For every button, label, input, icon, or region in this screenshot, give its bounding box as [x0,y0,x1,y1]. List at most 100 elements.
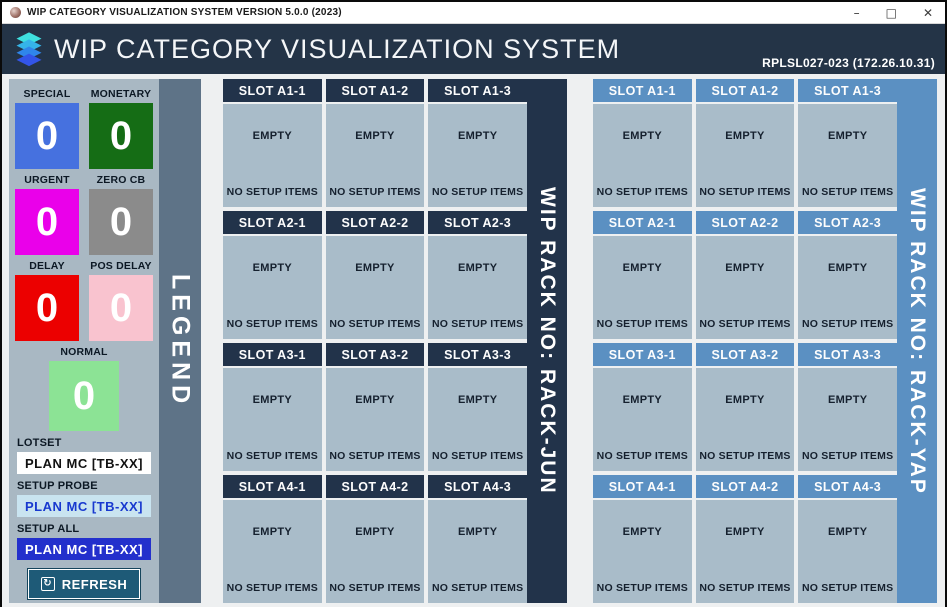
counter-value: 0 [89,189,153,255]
refresh-button[interactable]: ↻ REFRESH [27,568,141,600]
titlebar: WIP CATEGORY VISUALIZATION SYSTEM VERSIO… [2,2,945,24]
setup-all-label: SETUP ALL [17,523,80,535]
counter-label: POS DELAY [90,260,152,272]
slot-header: SLOT A4-1 [223,475,322,498]
slot-setup-items: NO SETUP ITEMS [329,582,421,594]
slot-status: EMPTY [725,130,765,142]
slot-header: SLOT A4-2 [325,475,425,498]
slot-header: SLOT A3-3 [798,343,897,366]
close-icon[interactable]: ✕ [922,5,933,20]
slot-status: EMPTY [827,130,868,142]
counter-delay: DELAY 0 [15,257,79,341]
slot-setup-items: NO SETUP ITEMS [329,318,421,330]
station-id: RPLSL027-023 (172.26.10.31) [762,56,935,70]
slot-header: SLOT A2-1 [593,211,692,234]
slot-header: SLOT A3-2 [325,343,425,366]
slot-status: EMPTY [355,526,395,538]
counter-value: 0 [49,361,119,431]
slot-header: SLOT A3-3 [428,343,527,366]
refresh-icon: ↻ [40,577,55,591]
slot-status: EMPTY [252,262,293,274]
counter-value: 0 [15,103,79,169]
counter-pos-delay: POS DELAY 0 [89,257,153,341]
slot-header: SLOT A4-1 [593,475,692,498]
slot-status: EMPTY [725,526,765,538]
slot-status: EMPTY [725,262,765,274]
slot-body: EMPTY NO SETUP ITEMS [325,500,425,603]
counter-value: 0 [15,189,79,255]
slot-status: EMPTY [827,262,868,274]
slot-status: EMPTY [355,130,395,142]
slot-setup-items: NO SETUP ITEMS [699,186,791,198]
slot-setup-items: NO SETUP ITEMS [699,582,791,594]
legend-strip: LEGEND [159,79,201,603]
slot-status: EMPTY [252,526,293,538]
maximize-icon[interactable]: □ [885,5,897,20]
slot-header: SLOT A3-1 [223,343,322,366]
rack-jun-label: WIP RACK NO: RACK-JUN [536,187,559,495]
slot-setup-items: NO SETUP ITEMS [802,582,894,594]
slot-setup-items: NO SETUP ITEMS [226,582,318,594]
slot-setup-items: NO SETUP ITEMS [432,450,524,462]
counter-normal: NORMAL 0 [15,343,153,431]
minimize-icon[interactable]: – [853,5,860,20]
slot-header: SLOT A3-1 [593,343,692,366]
slot-setup-items: NO SETUP ITEMS [329,450,421,462]
slot-header: SLOT A4-2 [695,475,795,498]
slot-body: EMPTY NO SETUP ITEMS [695,500,795,603]
slot-header: SLOT A2-3 [428,211,527,234]
slot-setup-items: NO SETUP ITEMS [802,450,894,462]
app-icon [10,7,21,18]
slot-setup-items: NO SETUP ITEMS [802,318,894,330]
slot-setup-items: NO SETUP ITEMS [432,318,524,330]
slot-status: EMPTY [622,262,663,274]
counter-value: 0 [89,103,153,169]
slot-setup-items: NO SETUP ITEMS [596,318,688,330]
slot-body: EMPTY NO SETUP ITEMS [798,236,897,339]
slot-header: SLOT A2-2 [325,211,425,234]
slot-setup-items: NO SETUP ITEMS [596,450,688,462]
legend-title: LEGEND [166,273,195,409]
window-controls: – □ ✕ [854,7,937,19]
rack-yap-bar: WIP RACK NO: RACK-YAP [897,79,937,603]
slot-status: EMPTY [622,130,663,142]
slot-header: SLOT A1-2 [695,79,795,102]
slot-header: SLOT A1-1 [223,79,322,102]
